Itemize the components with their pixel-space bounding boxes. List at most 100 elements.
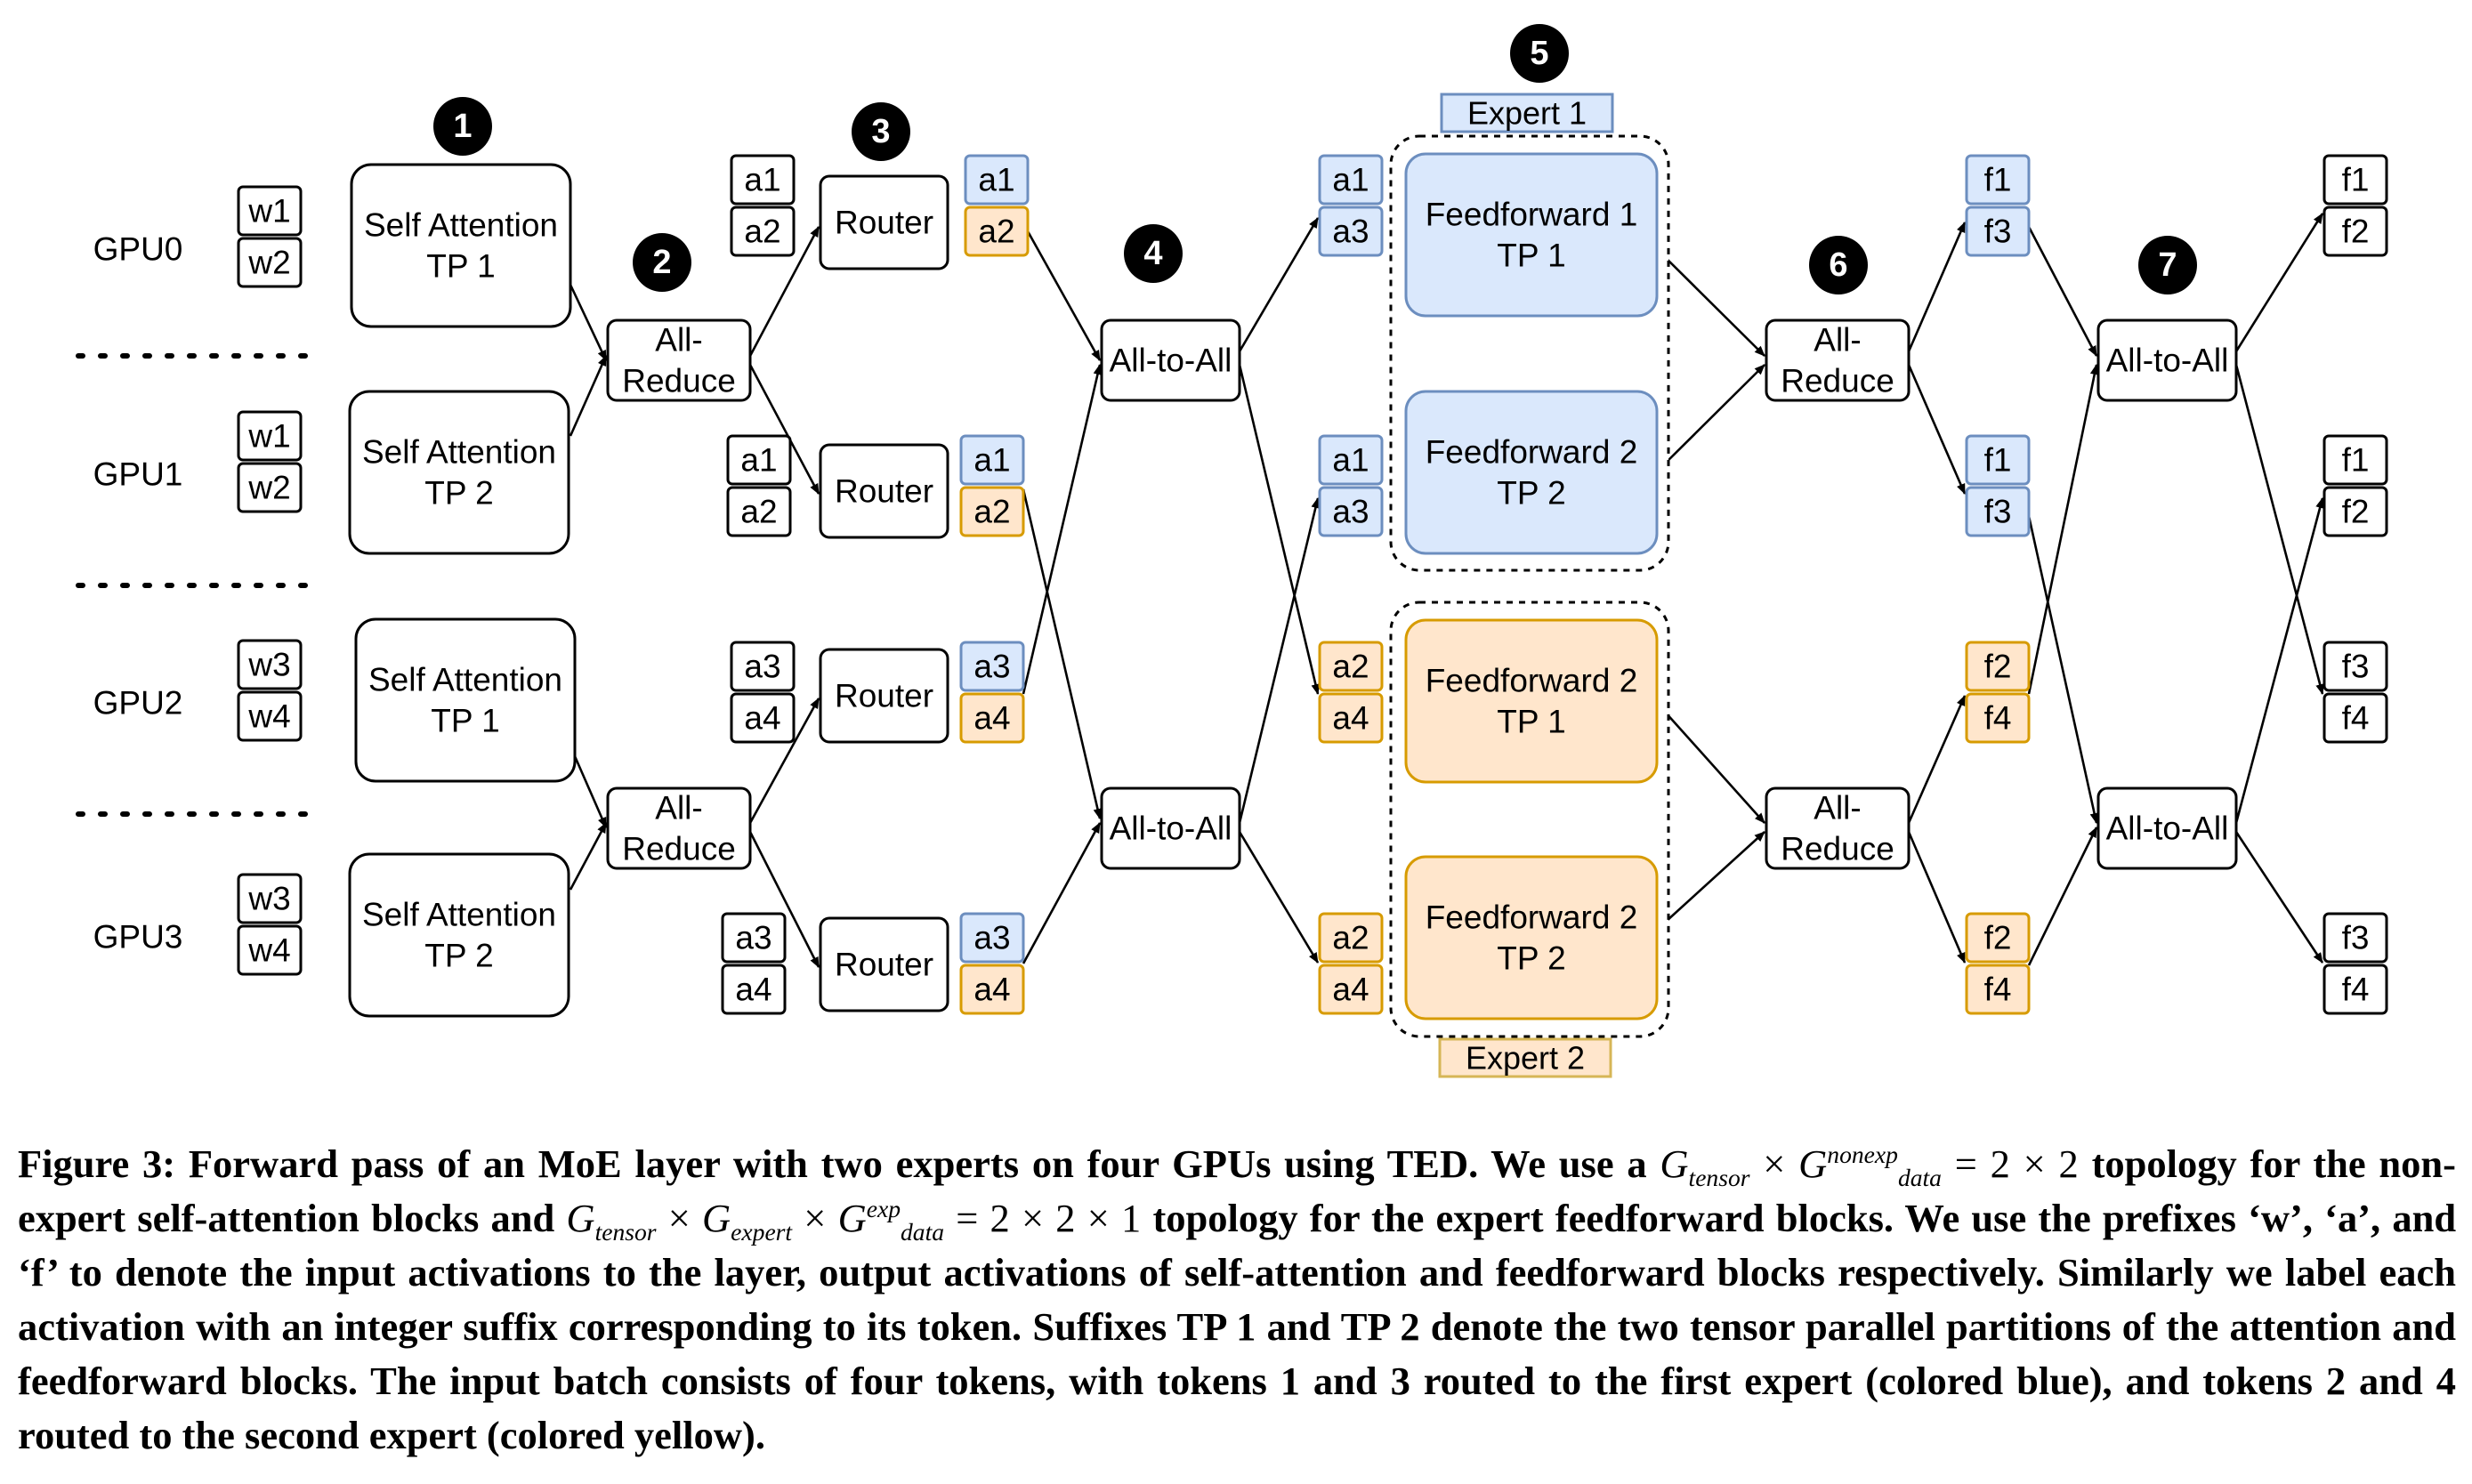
ff-output-pair-label: f4 [1984, 700, 2012, 737]
router-output-pair-cell-frame [964, 154, 1030, 206]
router-input-pair-cell: a2 [726, 486, 792, 537]
expert-input-pair-label: a1 [1332, 442, 1369, 479]
router-input-pair-cell: a3 [730, 641, 796, 692]
arrow [569, 355, 608, 437]
arrow [1238, 831, 1320, 964]
weight-pair-cell-frame [237, 873, 303, 924]
router-output-pair-cell-frame [959, 912, 1025, 964]
expert-input-pair-label: a4 [1332, 972, 1369, 1008]
step-badge-number: 2 [652, 244, 671, 281]
router-input-pair-cell-frame [726, 486, 792, 537]
arrow [1907, 695, 1967, 824]
feedforward-block-text: Feedforward 2 [1426, 434, 1638, 471]
expert-input-pair-cell: a1 [1318, 154, 1384, 206]
all-to-all-block-text: All-to-All [1110, 811, 1232, 847]
router-block-text: Router [835, 205, 933, 241]
arrow [1238, 364, 1321, 695]
arrow [1238, 497, 1321, 824]
arrow [1656, 702, 1765, 824]
router-input-pair-cell-frame [730, 154, 796, 206]
self-attention-block-text: TP 2 [424, 938, 493, 974]
expert-1-label-frame [1440, 93, 1614, 133]
expert-input-pair-cell: a1 [1318, 434, 1384, 486]
weight-pair-label: w2 [247, 245, 290, 281]
step-badge: 1 [433, 97, 492, 156]
all-reduce-block-text: Reduce [1781, 363, 1894, 399]
final-output-pair-label: f2 [2342, 214, 2370, 250]
all-reduce-block-text: Reduce [622, 831, 736, 867]
weight-pair-cell-frame [237, 410, 303, 462]
self-attention-block-text: TP 2 [424, 475, 493, 512]
feedforward-block-frame [1404, 855, 1659, 1020]
ff-output-pair-cell-frame [1965, 154, 2031, 206]
router-input-pair-cell: a1 [726, 434, 792, 486]
router-output-pair-cell: a1 [959, 434, 1025, 486]
arrow [1656, 831, 1765, 931]
arrow [569, 284, 608, 361]
all-reduce-block-frame [1765, 319, 1911, 402]
expert-input-pair-cell-frame [1318, 206, 1384, 257]
all-reduce-block-frame [606, 786, 752, 870]
step-badge: 7 [2138, 236, 2197, 294]
feedforward-block-text: TP 2 [1497, 475, 1565, 512]
ff-output-pair-cell-frame [1965, 486, 2031, 537]
arrow [1026, 230, 1102, 361]
expert-input-pair-cell-frame [1318, 692, 1384, 744]
feedforward-block: Feedforward 2 TP 2 [1404, 390, 1659, 555]
caption-lead: Figure 3: Forward pass of an MoE layer w… [18, 1141, 1647, 1186]
router-output-pair-label: a3 [973, 920, 1010, 956]
expert-2-label: Expert 2 [1438, 1037, 1612, 1078]
arrow [2027, 827, 2098, 966]
final-output-pair-cell: f1 [2323, 154, 2388, 206]
arrow [573, 755, 608, 828]
all-to-all-block: All-to-All [1100, 786, 1241, 870]
all-to-all-block-frame [2096, 319, 2238, 402]
step-badge-circle [2138, 236, 2197, 294]
all-to-all-block: All-to-All [1100, 319, 1241, 402]
step-badge: 4 [1124, 224, 1183, 283]
final-output-pair-label: f3 [2342, 920, 2370, 956]
all-reduce-block-text: All- [655, 322, 702, 359]
arrow [1022, 488, 1103, 819]
figure-caption: Figure 3: Forward pass of an MoE layer w… [18, 1137, 2456, 1463]
weight-pair-cell-frame [237, 237, 303, 288]
arrow [2027, 515, 2099, 824]
router-block: Router [819, 443, 949, 539]
feedforward-block: Feedforward 2TP 1 [1404, 618, 1659, 784]
all-to-all-block-text: All-to-All [1110, 343, 1232, 379]
gpu-label: GPU0 [93, 231, 183, 268]
router-output-pair-label: a1 [978, 162, 1014, 198]
final-output-pair-cell: f2 [2323, 486, 2388, 537]
router-output-pair-label: a4 [973, 700, 1010, 737]
arrow [1907, 831, 1967, 964]
feedforward-block-text: TP 1 [1497, 704, 1565, 740]
arrow [2027, 364, 2099, 695]
router-output-pair-cell-frame [964, 206, 1030, 257]
router-block-text: Router [835, 947, 933, 983]
router-output-pair-cell-frame [959, 434, 1025, 486]
arrow [1022, 364, 1103, 695]
router-output-pair-cell: a2 [964, 206, 1030, 257]
feedforward-block: Feedforward 2TP 2 [1404, 855, 1659, 1020]
step-badge-number: 5 [1530, 35, 1548, 72]
weight-pair-label: w1 [247, 193, 290, 230]
feedforward-block: Feedforward 1TP 1 [1404, 152, 1659, 318]
weight-pair-cell: w1 [237, 410, 303, 462]
expert-input-pair-cell-frame [1318, 912, 1384, 964]
step-badge-number: 1 [453, 108, 472, 145]
expert-input-pair-cell-frame [1318, 964, 1384, 1015]
self-attention-block-text: TP 1 [426, 248, 495, 285]
